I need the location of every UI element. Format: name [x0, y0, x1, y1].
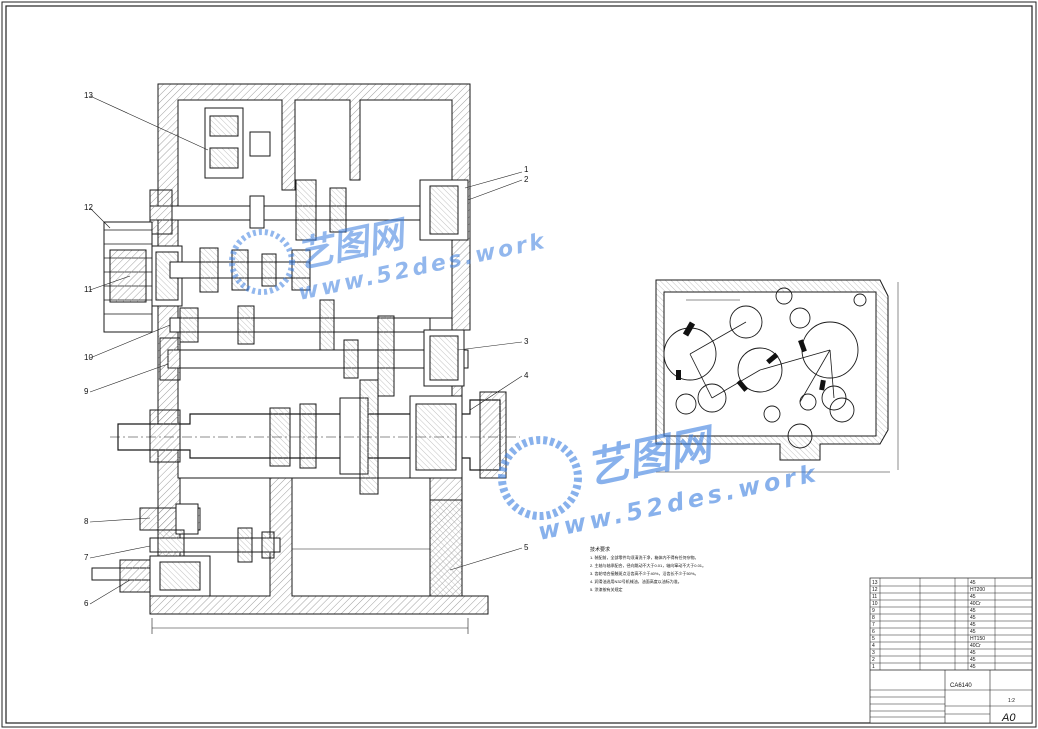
notes-title: 技术要求	[590, 546, 610, 553]
center-line-links	[689, 321, 835, 403]
parts-row-material: 45	[970, 622, 976, 628]
side-view	[655, 279, 899, 473]
parts-row-material: HT200	[970, 587, 985, 593]
center-marks	[676, 321, 826, 392]
parts-row-no: 12	[872, 587, 878, 593]
watermark-logo-icon-2	[498, 436, 582, 520]
callout-13: 13	[84, 91, 93, 100]
notes-line-5: 5. 涂漆按有关规定	[590, 586, 622, 592]
parts-list-grid	[870, 578, 1032, 671]
notes-line-2: 2. 主轴与轴承配合，径向跳动不大于0.01，轴向窜动不大于0.01。	[590, 562, 706, 568]
callout-7: 7	[84, 553, 89, 562]
lower-rib	[429, 499, 463, 597]
parts-row-no: 7	[872, 622, 875, 628]
shaft-2	[169, 247, 311, 293]
callout-11: 11	[84, 285, 93, 294]
parts-row-no: 11	[872, 594, 877, 600]
parts-row-material: 45	[970, 657, 976, 663]
callout-12: 12	[84, 203, 93, 212]
parts-row-no: 9	[872, 608, 875, 614]
callout-2: 2	[524, 175, 529, 184]
parts-row-material: 45	[970, 629, 976, 635]
shaft-top	[149, 179, 469, 241]
callout-4: 4	[524, 371, 529, 380]
parts-row-no: 2	[872, 657, 875, 663]
parts-row-material: 40Cr	[970, 643, 981, 649]
parts-row-material: 45	[970, 608, 976, 614]
notes-line-4: 4. 润滑油选用N32号机械油，油面高度以油标为准。	[590, 578, 682, 584]
parts-row-no: 5	[872, 636, 875, 642]
title-block	[869, 577, 1033, 724]
notes-line-1: 1. 装配前，全部零件均须清洗干净，箱体内不得有任何杂物。	[590, 554, 698, 560]
title-block-grid	[870, 669, 1032, 723]
title-block-text: CA6140 1:2 A0	[950, 683, 1016, 724]
parts-row-no: 4	[872, 643, 875, 649]
callout-labels: 1 2 3 4 5 6 7 8 9 10 11 12 13	[84, 91, 529, 608]
notes-line-3: 3. 齿轮啮合接触斑点沿齿高不少于40%，沿齿长不少于50%。	[590, 570, 698, 576]
callout-lines	[89, 95, 523, 605]
spindle-main	[110, 379, 520, 495]
callout-3: 3	[524, 337, 529, 346]
pulley-12	[103, 221, 183, 333]
parts-row-no: 3	[872, 650, 875, 656]
title-block-sheet: A0	[1001, 712, 1016, 724]
parts-row-material: 45	[970, 580, 976, 586]
parts-row-material: 45	[970, 594, 976, 600]
title-block-model: CA6140	[950, 683, 972, 689]
callout-8: 8	[84, 517, 89, 526]
parts-row-material: 45	[970, 664, 976, 670]
parts-row-no: 13	[872, 580, 878, 586]
parts-row-material: HT150	[970, 636, 985, 642]
callout-1: 1	[524, 165, 529, 174]
shaft-4	[159, 315, 469, 397]
technical-notes: 技术要求 1. 装配前，全部零件均须清洗干净，箱体内不得有任何杂物。 2. 主轴…	[590, 546, 706, 592]
callout-5: 5	[524, 543, 529, 552]
main-section-view	[91, 83, 520, 634]
parts-row-no: 1	[872, 664, 875, 670]
parts-row-no: 6	[872, 629, 875, 635]
sheet-border-inner	[5, 5, 1033, 724]
brake-assembly-13	[204, 107, 271, 179]
title-block-scale: 1:2	[1008, 698, 1015, 704]
parts-row-no: 10	[872, 601, 878, 607]
shaft-3	[169, 299, 431, 351]
parts-row-no: 8	[872, 615, 875, 621]
housing-cavity-lower-right	[291, 477, 431, 597]
parts-row-material: 40Cr	[970, 601, 981, 607]
callout-9: 9	[84, 387, 89, 396]
callout-6: 6	[84, 599, 89, 608]
lower-shafts	[91, 503, 281, 597]
parts-row-material: 45	[970, 650, 976, 656]
callout-10: 10	[84, 353, 93, 362]
watermark-logo-icon	[229, 229, 295, 295]
parts-row-material: 45	[970, 615, 976, 621]
